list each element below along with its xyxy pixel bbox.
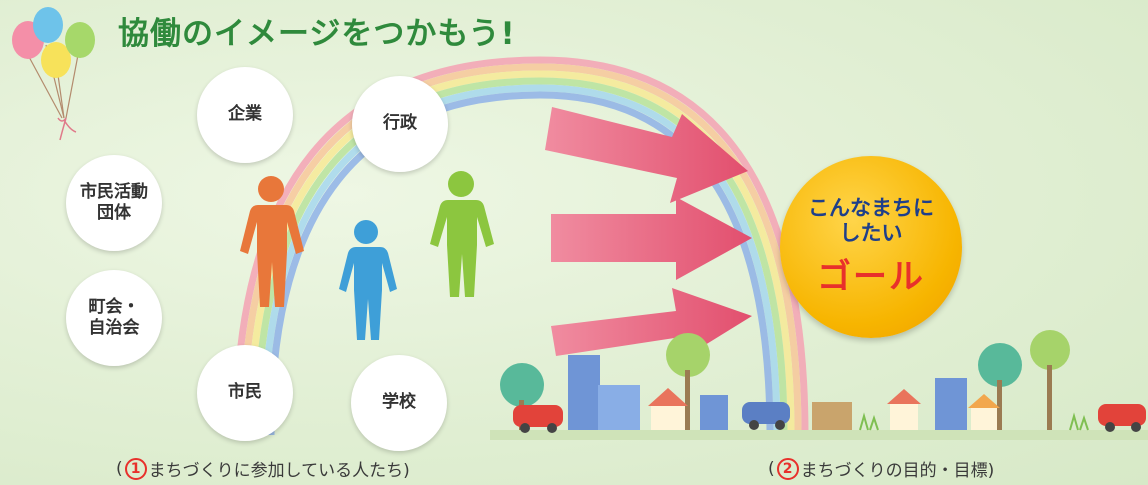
goal-word: ゴール bbox=[817, 256, 925, 297]
participant-company: 企業 bbox=[197, 67, 293, 163]
participant-citizens-label: 市民 bbox=[228, 382, 262, 403]
participant-citizen-groups-label: 市民活動 団体 bbox=[80, 181, 148, 223]
goal-line-1: こんなまちに bbox=[808, 196, 934, 221]
caption-participants: ( 1 まちづくりに参加している人たち) bbox=[116, 456, 410, 481]
person-blue-icon bbox=[339, 220, 397, 340]
participant-citizen-groups: 市民活動 団体 bbox=[66, 155, 162, 251]
person-green-icon bbox=[430, 171, 494, 297]
page-title: 協働のイメージをつかもう! bbox=[118, 16, 516, 52]
caption-goal-open: ( bbox=[768, 458, 775, 479]
person-orange-icon bbox=[240, 176, 304, 307]
participant-government: 行政 bbox=[352, 76, 448, 172]
goal-line-2: したい bbox=[839, 220, 903, 245]
townscape bbox=[490, 330, 1148, 440]
caption-participants-text: まちづくりに参加している人たち) bbox=[148, 461, 410, 481]
participant-neighborhood-association-label: 町会・ 自治会 bbox=[88, 296, 140, 338]
arrow-middle bbox=[551, 197, 752, 280]
caption-participants-open: ( bbox=[116, 458, 123, 479]
participant-company-label: 企業 bbox=[228, 104, 262, 125]
participant-citizens: 市民 bbox=[197, 345, 293, 441]
goal-circle: こんなまちに したい ゴール bbox=[780, 156, 962, 338]
caption-participants-number: 1 bbox=[124, 457, 147, 480]
participant-school: 学校 bbox=[351, 355, 447, 451]
arrow-bottom bbox=[551, 288, 752, 358]
participant-school-label: 学校 bbox=[382, 392, 416, 413]
caption-goal: ( 2 まちづくりの目的・目標) bbox=[768, 456, 994, 481]
balloons-icon bbox=[12, 7, 95, 141]
participant-government-label: 行政 bbox=[383, 113, 417, 134]
caption-goal-number: 2 bbox=[776, 457, 799, 480]
arrow-top bbox=[545, 107, 748, 203]
participant-neighborhood-association: 町会・ 自治会 bbox=[66, 270, 162, 366]
caption-goal-text: まちづくりの目的・目標) bbox=[800, 461, 995, 481]
